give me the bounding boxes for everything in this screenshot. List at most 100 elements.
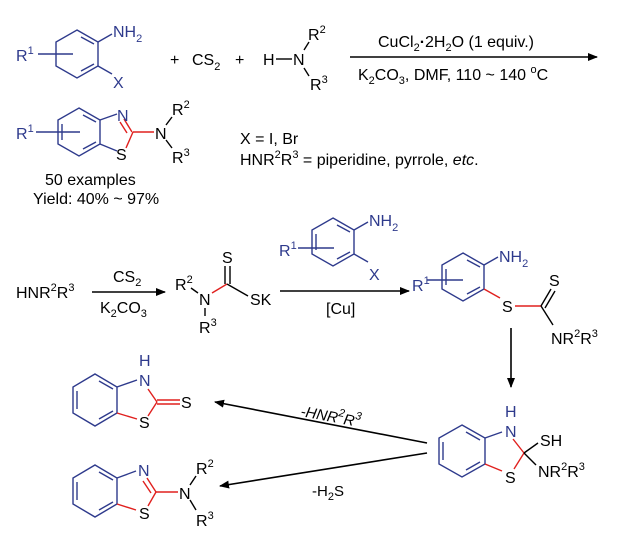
sk-label: SK xyxy=(250,292,272,309)
product-benzothiazole-2-thione: H N S S xyxy=(72,353,192,432)
bond-c-s xyxy=(483,288,501,299)
s-ring-label: S xyxy=(116,147,127,164)
nh2-label: NH2 xyxy=(369,213,398,234)
step1-reagent: CS2 xyxy=(113,269,141,289)
benzene-ring xyxy=(72,464,118,518)
lower-path-label: -H2S xyxy=(312,483,344,503)
h-label: H xyxy=(505,404,517,421)
n-label: N xyxy=(199,292,211,309)
reaction-arrow-lower-path: -H2S xyxy=(219,452,428,503)
bond-c2-s-double xyxy=(157,399,180,405)
r3-label: R3 xyxy=(172,147,190,167)
r2-label: R2 xyxy=(308,24,326,44)
bond-c-sk xyxy=(226,283,249,297)
r3-label: R3 xyxy=(199,317,217,337)
bond-r2 xyxy=(165,116,173,126)
s-link-label: S xyxy=(502,299,513,316)
bond-c2-n xyxy=(523,452,537,466)
bond-x xyxy=(97,65,113,75)
copper-catalyst-label: [Cu] xyxy=(326,301,355,318)
n-ring-label: N xyxy=(138,463,150,480)
r3-label: R3 xyxy=(196,510,214,530)
bond-x xyxy=(353,253,369,263)
bond-c-s xyxy=(484,463,503,472)
examples-count: 50 examples xyxy=(45,172,136,189)
bond-r2 xyxy=(189,475,197,486)
s-ring-label: S xyxy=(139,506,150,523)
s-exo-label: S xyxy=(181,395,192,412)
n-label: N xyxy=(139,373,151,390)
s-thione-label: S xyxy=(222,250,233,267)
benzene-ring xyxy=(311,217,355,267)
benzene-ring xyxy=(72,373,118,427)
r1-label: R1 xyxy=(279,240,297,260)
s-thione-label: S xyxy=(549,273,560,290)
bond-c-nh xyxy=(116,379,138,388)
product-2-aminobenzothiazole: R1 N S N R2 R3 xyxy=(16,99,190,167)
r3-label: R3 xyxy=(310,74,328,94)
reaction-arrow-step1: CS2 K2CO3 xyxy=(92,269,166,320)
s-ring-label: S xyxy=(139,415,150,432)
amine-start: HNR2R3 xyxy=(16,282,74,302)
bond-c-n xyxy=(116,470,137,479)
secondary-amine: H N R2 R3 xyxy=(263,24,328,94)
yield-range: Yield: 40% ~ 97% xyxy=(33,191,159,208)
sh-label: SH xyxy=(540,433,562,450)
amine-label: NR2R3 xyxy=(551,328,598,348)
nh2-label: NH2 xyxy=(499,249,528,270)
bond-c-n xyxy=(540,305,554,326)
r2-label: R2 xyxy=(196,458,214,478)
benzene-ring xyxy=(438,424,486,478)
bond-c-s-double xyxy=(224,266,231,284)
n-ring-label: N xyxy=(117,108,129,125)
n-label: N xyxy=(505,424,517,441)
bond-c-s xyxy=(99,143,118,152)
bond-nh2 xyxy=(97,33,113,43)
bond-s-c2 xyxy=(125,131,134,149)
r1-label: R1 xyxy=(16,45,34,65)
r1-label: R1 xyxy=(412,275,430,295)
bond-r3 xyxy=(165,139,173,149)
s-ring-label: S xyxy=(505,470,516,487)
bond-r2 xyxy=(303,41,310,51)
reaction-arrow-main: CuCl2·2H2O (1 equiv.) K2CO3, DMF, 110 ~ … xyxy=(350,34,598,87)
note-amine-definition: HNR2R3 = piperidine, pyrrole, etc. xyxy=(240,149,479,169)
bond-n-c2 xyxy=(147,388,158,403)
n-amine-label: N xyxy=(155,126,167,143)
product-2-aminobenzothiazole-mech: N S N R2 R3 xyxy=(72,458,214,530)
bond-nh2 xyxy=(483,256,499,266)
bond-c-s xyxy=(116,503,137,511)
n-amine-label: N xyxy=(179,486,191,503)
r1-label: R1 xyxy=(16,123,34,143)
x-label: X xyxy=(369,267,380,284)
bond-r3 xyxy=(303,67,310,77)
bond-c-s xyxy=(116,412,138,420)
bond-c-s-double xyxy=(540,288,556,309)
bond-s-c2 xyxy=(147,401,158,417)
conditions-bottom: K2CO3, DMF, 110 ~ 140 oC xyxy=(358,64,548,87)
reactant-haloaniline: R1 NH2 X xyxy=(16,24,142,92)
cs2-label: CS2 xyxy=(192,52,220,73)
bond-n-c2 xyxy=(512,438,525,454)
bond-nh2 xyxy=(353,221,369,231)
bond-n-c xyxy=(211,283,228,294)
benzothiazoline-intermediate: H N S SH NR2R3 xyxy=(438,404,585,487)
benzene-ring xyxy=(441,252,485,302)
amine-label: NR2R3 xyxy=(538,461,585,481)
s-aryl-dithiocarbamate-intermediate: R1 NH2 S S NR2R3 xyxy=(412,249,598,348)
bond-n-c2-double xyxy=(119,118,133,134)
plus-sign: + xyxy=(170,52,179,69)
potassium-dithiocarbamate: R2 N R3 S SK xyxy=(175,250,272,337)
note-x-definition: X = I, Br xyxy=(240,131,299,148)
reaction-arrow-step2: [Cu] R1 NH2 X xyxy=(279,213,410,318)
step2-haloaniline: R1 NH2 X xyxy=(279,213,398,284)
bond-s-c2 xyxy=(147,491,157,507)
n-label: N xyxy=(293,52,305,69)
bond-c-n xyxy=(99,113,118,121)
bond-n-c2-double xyxy=(142,477,157,494)
upper-path-label: -HNR2R3 xyxy=(299,400,363,431)
h-label: H xyxy=(139,353,151,370)
step1-base: K2CO3 xyxy=(100,300,147,320)
reaction-arrow-upper-path: -HNR2R3 xyxy=(214,399,428,444)
